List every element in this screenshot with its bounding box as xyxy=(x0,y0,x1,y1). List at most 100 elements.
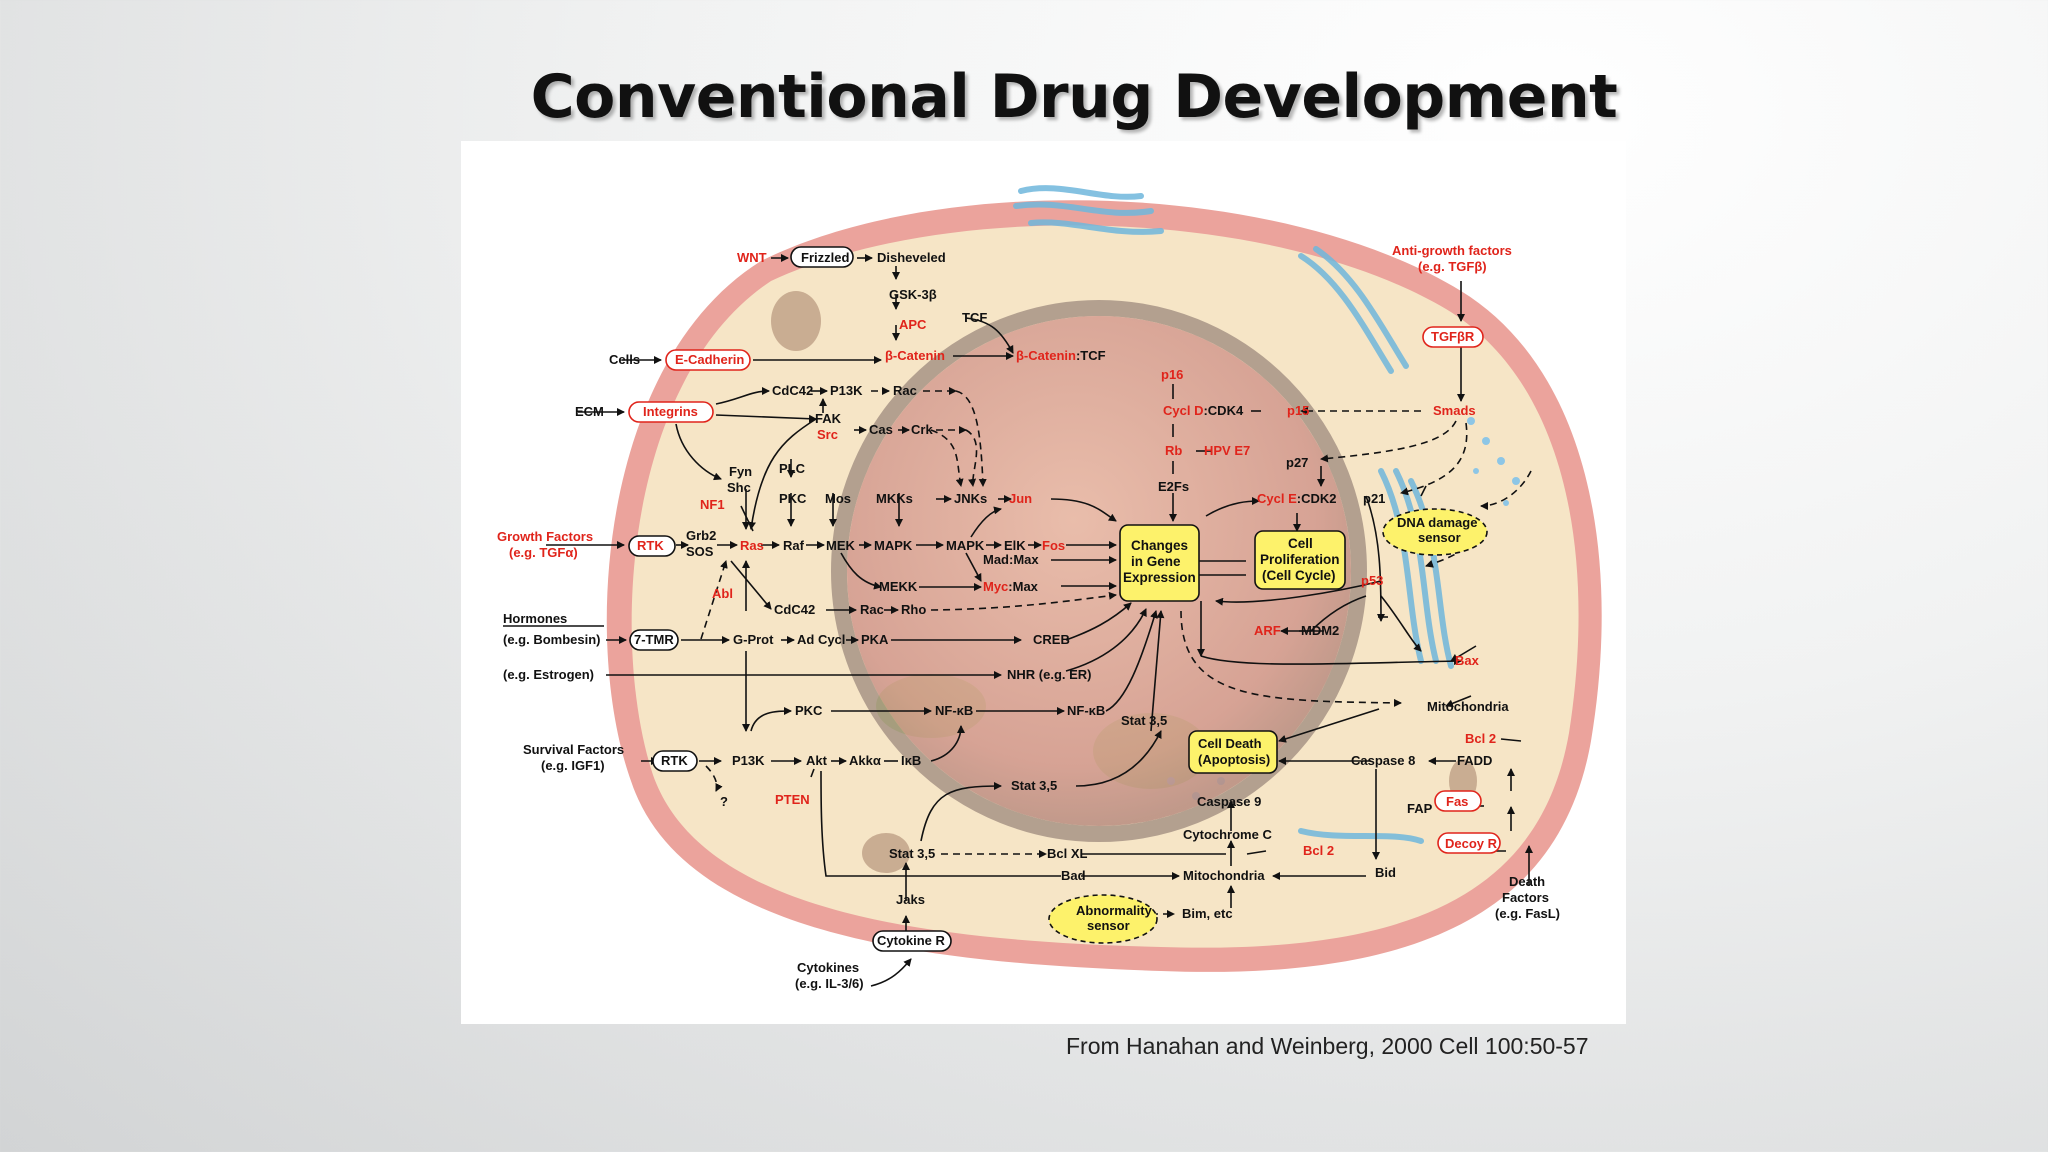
label-changes-3: Expression xyxy=(1123,570,1196,585)
label-disheveled: Disheveled xyxy=(877,250,946,265)
label-elk: ElK xyxy=(1004,538,1026,553)
label-pten: PTEN xyxy=(775,792,810,807)
label-bax: Bax xyxy=(1455,653,1480,668)
label-bcl2-low: Bcl 2 xyxy=(1303,843,1334,858)
label-cell-death-2: (Apoptosis) xyxy=(1198,752,1270,767)
label-nhr: NHR (e.g. ER) xyxy=(1007,667,1092,682)
label-fak: FAK xyxy=(815,411,842,426)
label-jnks: JNKs xyxy=(954,491,987,506)
label-tgfa: (e.g. TGFα) xyxy=(509,545,578,560)
golgi-apparatus xyxy=(1013,185,1454,844)
label-bombesin: (e.g. Bombesin) xyxy=(503,632,601,647)
label-hpv-e7: HPV E7 xyxy=(1204,443,1250,458)
label-rtk-growth: RTK xyxy=(637,538,664,553)
label-cycle: Cycl E:CDK2 xyxy=(1257,491,1336,506)
label-fadd: FADD xyxy=(1457,753,1492,768)
signaling-pathway-figure: WNT Frizzled Disheveled GSK-3β APC TCF C… xyxy=(461,141,1626,1024)
label-growth-factors: Growth Factors xyxy=(497,529,593,544)
label-question: ? xyxy=(720,794,728,809)
label-tgfbr: TGFβR xyxy=(1431,329,1475,344)
label-e-cadherin: E-Cadherin xyxy=(675,352,744,367)
label-fos: Fos xyxy=(1042,538,1065,553)
label-src: Src xyxy=(817,427,838,442)
label-myc-max: Myc:Max xyxy=(983,579,1039,594)
label-creb: CREB xyxy=(1033,632,1070,647)
label-mad-max: Mad:Max xyxy=(983,552,1039,567)
label-estrogen: (e.g. Estrogen) xyxy=(503,667,594,682)
citation: From Hanahan and Weinberg, 2000 Cell 100… xyxy=(1066,1033,1589,1059)
label-p15: p15 xyxy=(1287,403,1309,418)
label-fap: FAP xyxy=(1407,801,1433,816)
label-ras: Ras xyxy=(740,538,764,553)
label-survival-factors: Survival Factors xyxy=(523,742,624,757)
label-p27: p27 xyxy=(1286,455,1308,470)
label-smads: Smads xyxy=(1433,403,1476,418)
label-grb2: Grb2 xyxy=(686,528,716,543)
label-changes-1: Changes xyxy=(1131,538,1188,553)
label-wnt: WNT xyxy=(737,250,767,265)
label-cells: Cells xyxy=(609,352,640,367)
label-fas: Fas xyxy=(1446,794,1468,809)
label-rac-top: Rac xyxy=(893,383,917,398)
label-mos: Mos xyxy=(825,491,851,506)
label-apc: APC xyxy=(899,317,927,332)
label-mapk2: MAPK xyxy=(946,538,985,553)
label-nf1: NF1 xyxy=(700,497,725,512)
label-nfkb2: NF-κB xyxy=(1067,703,1105,718)
label-integrins: Integrins xyxy=(643,404,698,419)
label-e2fs: E2Fs xyxy=(1158,479,1189,494)
label-anti-growth-1: Anti-growth factors xyxy=(1392,243,1512,258)
label-sos: SOS xyxy=(686,544,714,559)
label-death-factors-2: Factors xyxy=(1502,890,1549,905)
label-cas: Cas xyxy=(869,422,893,437)
label-prolif-3: (Cell Cycle) xyxy=(1262,568,1336,583)
pathway-arrows xyxy=(546,254,1533,987)
label-dna-damage-2: sensor xyxy=(1418,530,1461,545)
label-arf: ARF xyxy=(1254,623,1281,638)
label-p21: p21 xyxy=(1363,491,1385,506)
label-mekk: MEKK xyxy=(879,579,918,594)
label-cycld: Cycl D:CDK4 xyxy=(1163,403,1244,418)
label-hormones: Hormones xyxy=(503,611,567,626)
label-gsk3b: GSK-3β xyxy=(889,287,937,302)
label-changes-2: in Gene xyxy=(1131,554,1181,569)
label-cytochrome-c: Cytochrome C xyxy=(1183,827,1272,842)
label-anti-growth-2: (e.g. TGFβ) xyxy=(1418,259,1487,274)
label-adcycl: Ad Cycl xyxy=(797,632,845,647)
label-decoy-r: Decoy R xyxy=(1445,836,1498,851)
label-cdc42-top: CdC42 xyxy=(772,383,813,398)
slide-title: Conventional Drug Development xyxy=(530,62,1618,132)
label-mkks: MKKs xyxy=(876,491,913,506)
label-mapk1: MAPK xyxy=(874,538,913,553)
label-jun: Jun xyxy=(1009,491,1032,506)
label-akka: Akkα xyxy=(849,753,881,768)
label-rb: Rb xyxy=(1165,443,1182,458)
label-gprot: G-Prot xyxy=(733,632,774,647)
label-7tmr: 7-TMR xyxy=(634,632,674,647)
label-abl: Abl xyxy=(712,586,733,601)
label-fyn: Fyn xyxy=(729,464,752,479)
label-cytokine-r: Cytokine R xyxy=(877,933,946,948)
label-death-factors-1: Death xyxy=(1509,874,1545,889)
label-dna-damage-1: DNA damage xyxy=(1397,515,1477,530)
label-nfkb1: NF-κB xyxy=(935,703,973,718)
label-frizzled: Frizzled xyxy=(801,250,849,265)
label-caspase9: Caspase 9 xyxy=(1197,794,1261,809)
label-ikb: IκB xyxy=(901,753,921,768)
label-rtk-survival: RTK xyxy=(661,753,688,768)
label-stat35-right: Stat 3,5 xyxy=(1011,778,1057,793)
label-cytokines: Cytokines xyxy=(797,960,859,975)
label-bim: Bim, etc xyxy=(1182,906,1233,921)
label-crk: Crk xyxy=(911,422,933,437)
label-pi3k-low: P13K xyxy=(732,753,765,768)
label-shc: Shc xyxy=(727,480,751,495)
label-p16: p16 xyxy=(1161,367,1183,382)
label-bid: Bid xyxy=(1375,865,1396,880)
label-pka: PKA xyxy=(861,632,889,647)
label-tcf-top: TCF xyxy=(962,310,987,325)
label-mdm2: MDM2 xyxy=(1301,623,1339,638)
label-pi3k-top: P13K xyxy=(830,383,863,398)
label-pkc-mid: PKC xyxy=(779,491,807,506)
label-rho: Rho xyxy=(901,602,926,617)
label-b-catenin: β-Catenin xyxy=(885,348,945,363)
